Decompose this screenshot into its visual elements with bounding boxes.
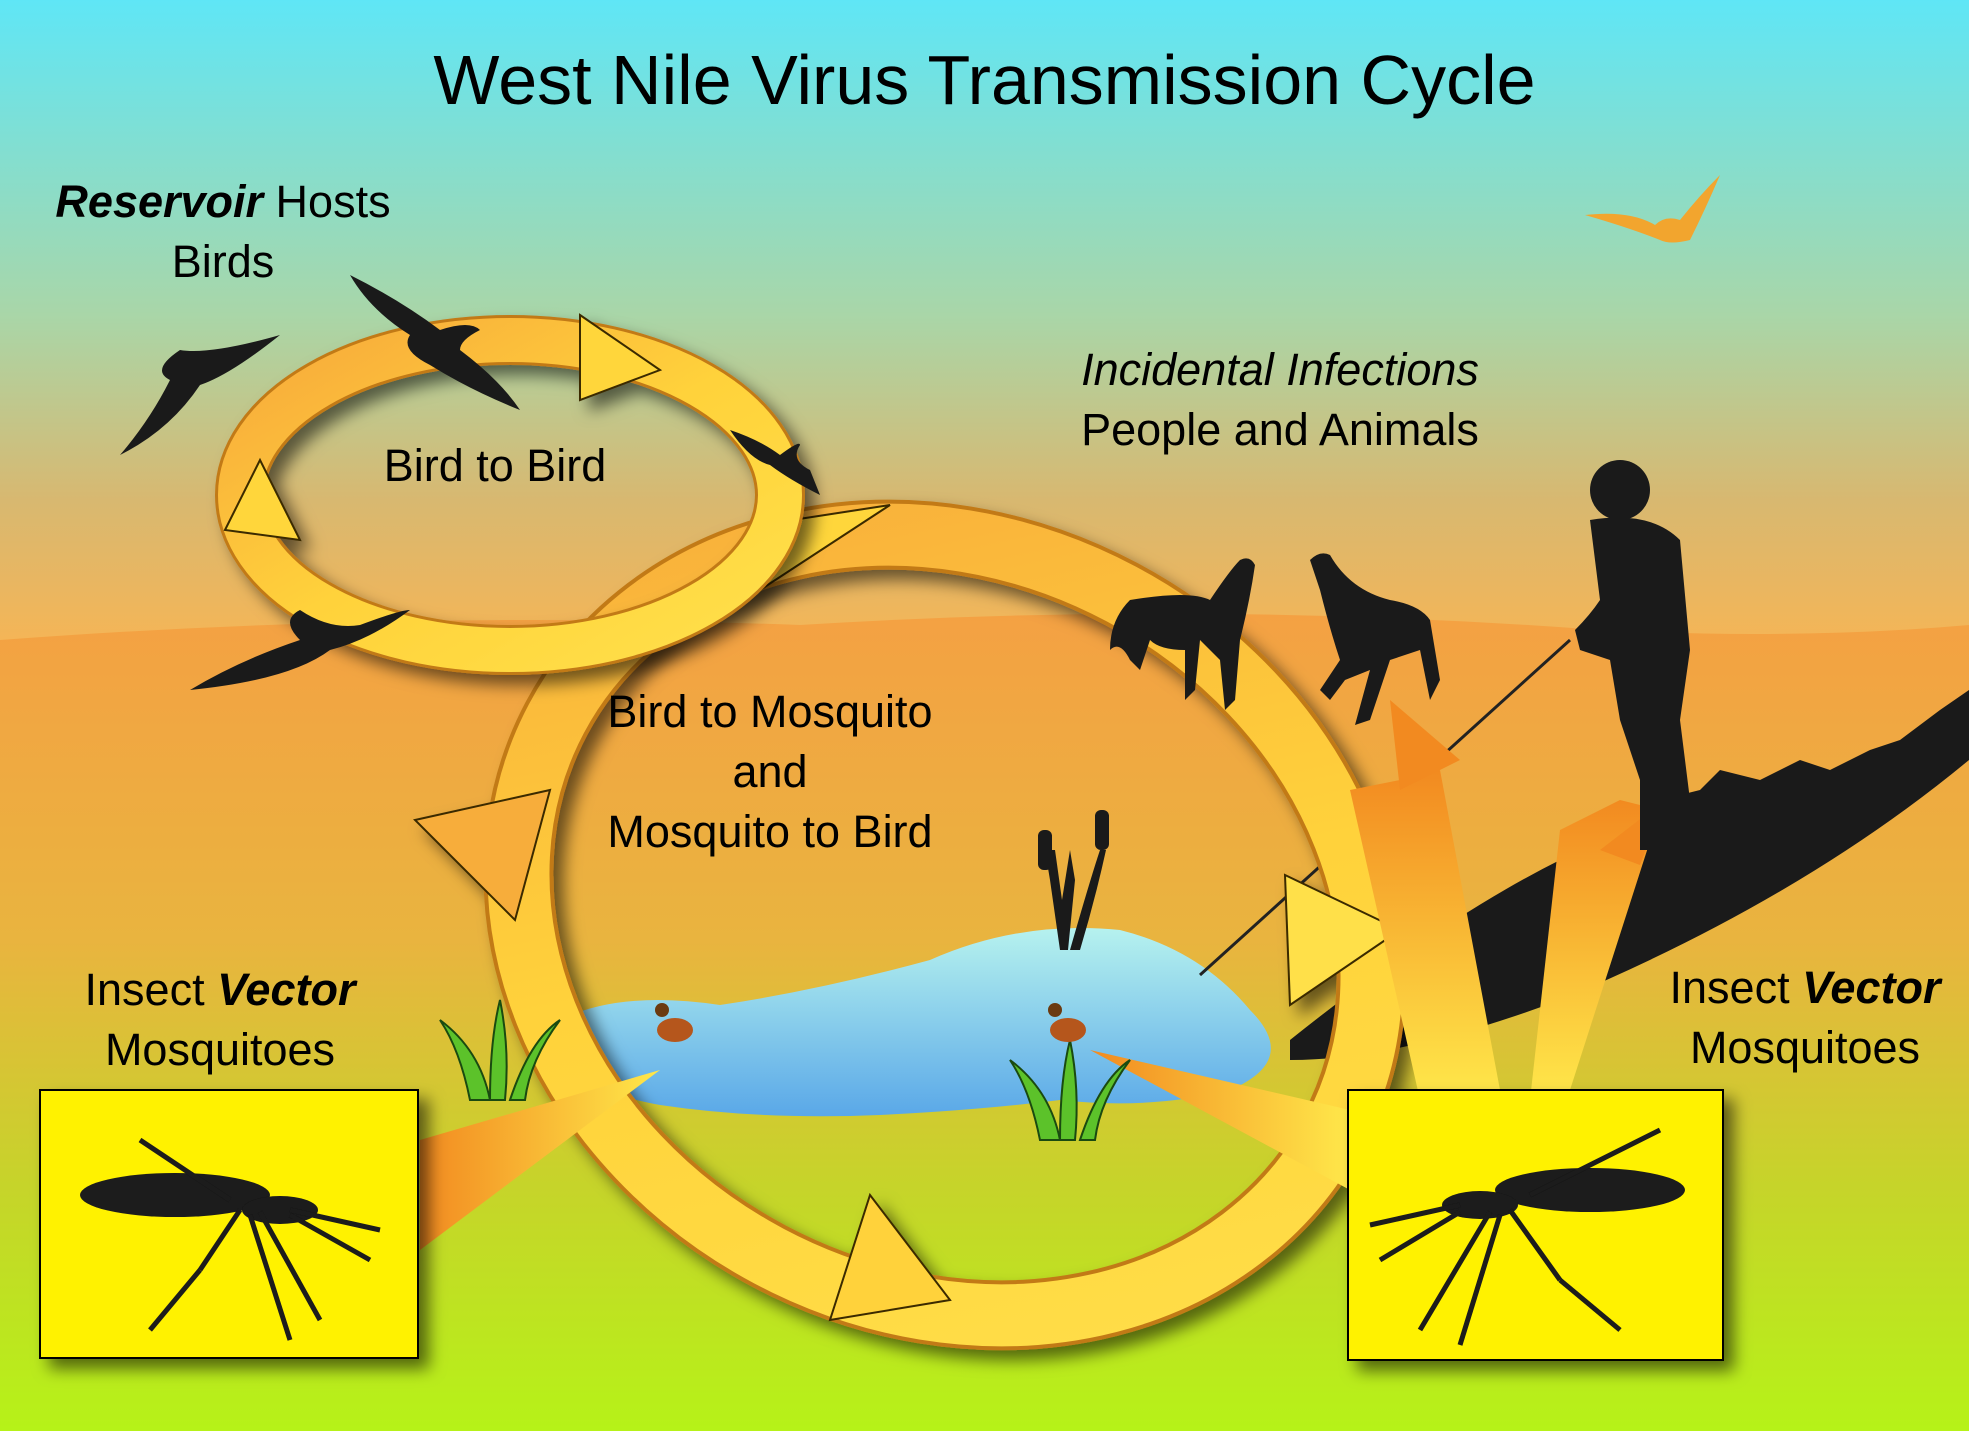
- vector-left-prefix: Insect: [84, 964, 218, 1015]
- bird-mosquito-label: Bird to Mosquito and Mosquito to Bird: [560, 682, 980, 862]
- beam-to-person: [1530, 800, 1660, 1100]
- person-silhouette: [1575, 460, 1690, 850]
- horse-silhouette-2: [1310, 553, 1440, 725]
- mosquito-silhouette-right: [1369, 1127, 1685, 1346]
- beam-to-horse: [1350, 770, 1500, 1100]
- incidental-line1: Incidental Infections: [1081, 344, 1479, 395]
- grass-tuft-right: [1009, 1039, 1131, 1141]
- vector-left-label: Insect Vector Mosquitoes: [40, 960, 400, 1080]
- vector-right-label: Insect Vector Mosquitoes: [1625, 958, 1969, 1078]
- bird-mosquito-line2: and: [732, 746, 808, 797]
- mosquito-silhouette-left: [80, 1137, 381, 1341]
- grass-tuft-left: [439, 999, 561, 1101]
- reservoir-hosts-label: Reservoir Hosts Birds: [28, 172, 418, 292]
- vector-right-prefix: Insect: [1669, 962, 1803, 1013]
- bird-silhouette-2: [350, 275, 520, 410]
- beam-right-box-to-bird: [1090, 1050, 1350, 1190]
- reservoir-line2: Birds: [171, 236, 275, 287]
- perched-bird-right: [1048, 1003, 1086, 1042]
- horse-silhouette-1: [1110, 558, 1255, 710]
- beam-arrowhead-horse: [1390, 700, 1460, 790]
- reservoir-emphasis: Reservoir: [55, 176, 264, 227]
- cattail-plant: [1038, 810, 1109, 950]
- vector-right-emphasis: Vector: [1802, 962, 1941, 1013]
- bird-mosquito-line1: Bird to Mosquito: [607, 686, 933, 737]
- pond: [560, 928, 1271, 1117]
- bird-silhouette-1: [120, 335, 280, 455]
- vector-left-line2: Mosquitoes: [104, 1024, 336, 1075]
- incidental-infections-label: Incidental Infections People and Animals: [1020, 340, 1540, 460]
- mosquito-box-right: [1347, 1089, 1724, 1361]
- bird-to-bird-label: Bird to Bird: [383, 440, 607, 491]
- mosquito-box-left: [39, 1089, 419, 1359]
- incidental-line2: People and Animals: [1081, 404, 1479, 455]
- bird-mosquito-line3: Mosquito to Bird: [607, 806, 933, 857]
- beam-left-box-to-bird: [420, 1070, 660, 1250]
- perched-bird-left: [655, 1003, 693, 1042]
- page-title: West Nile Virus Transmission Cycle: [433, 41, 1536, 119]
- bird-silhouette-3: [730, 430, 820, 495]
- flying-hawk: [1585, 175, 1720, 243]
- reservoir-rest: Hosts: [263, 176, 391, 227]
- bird-to-bird-cycle-arrow: [215, 313, 805, 675]
- bird-silhouette-4: [190, 610, 410, 690]
- vector-right-line2: Mosquitoes: [1689, 1022, 1921, 1073]
- vector-left-emphasis: Vector: [217, 964, 356, 1015]
